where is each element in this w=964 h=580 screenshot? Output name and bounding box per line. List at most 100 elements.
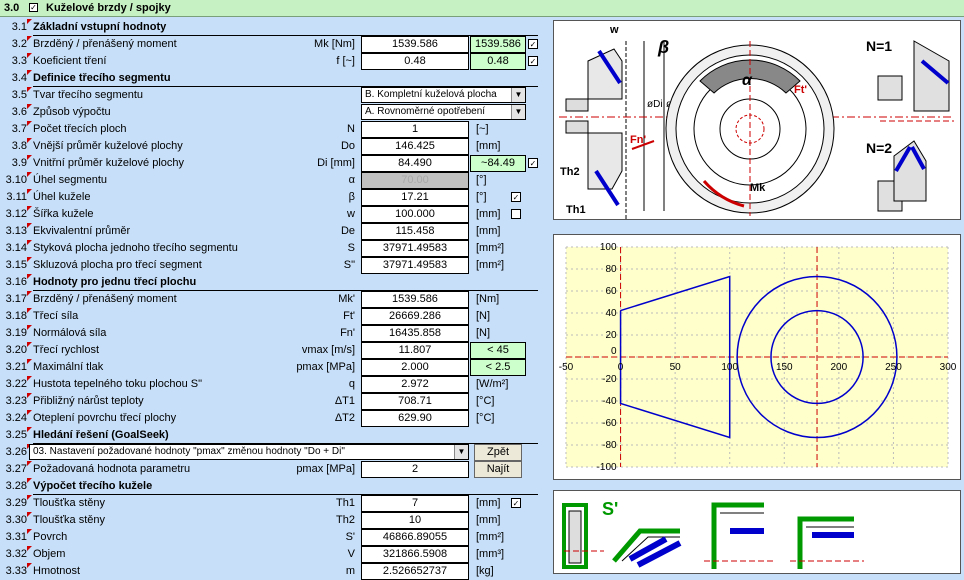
row-number: 3.32	[5, 548, 27, 560]
row-checkbox[interactable]: ✓	[511, 192, 521, 202]
row-symbol: V	[347, 548, 355, 560]
row-checkbox[interactable]	[511, 209, 521, 219]
value-cell[interactable]: 84.490	[361, 155, 469, 172]
row-number: 3.16	[5, 276, 27, 288]
unit-label: [N]	[476, 327, 491, 339]
value-cell[interactable]: 708.71	[361, 393, 469, 410]
row-symbol: m	[345, 565, 355, 577]
row-label: Požadovaná hodnota parametru	[33, 463, 191, 475]
row-number: 3.21	[5, 361, 27, 373]
value-cell[interactable]: 1	[361, 121, 469, 138]
row-checkbox[interactable]: ✓	[528, 158, 538, 168]
row-checkbox[interactable]: ✓	[511, 498, 521, 508]
value-cell[interactable]: 26669.286	[361, 308, 469, 325]
value-cell[interactable]: 629.90	[361, 410, 469, 427]
row-symbol: pmax [MPa]	[296, 361, 355, 373]
comment-marker	[27, 393, 32, 398]
unit-label: [°]	[476, 174, 487, 186]
unit-label: [mm]	[476, 514, 501, 526]
row-checkbox[interactable]: ✓	[528, 56, 538, 66]
row-number: 3.14	[5, 242, 27, 254]
value-cell[interactable]: 2.000	[361, 359, 469, 376]
chevron-down-icon[interactable]: ▼	[454, 445, 468, 459]
comment-marker	[27, 546, 32, 551]
row-symbol: Th1	[336, 497, 355, 509]
value-cell[interactable]: 11.807	[361, 342, 469, 359]
series-circle-1	[736, 275, 898, 439]
cone-brake-diagram: w β Fn' øDi øDo Th2 Th1 α Ft' Mk N=	[553, 20, 961, 221]
row-number: 3.1	[11, 21, 27, 33]
value-cell[interactable]: 46866.89055	[361, 529, 469, 546]
row-label: Hmotnost	[33, 565, 81, 577]
value-cell[interactable]: 2	[361, 461, 469, 478]
option-dropdown-value: B. Kompletní kuželová plocha	[365, 89, 497, 100]
row-symbol: S	[347, 242, 355, 254]
value-cell[interactable]: 115.458	[361, 223, 469, 240]
row-label: Vnější průměr kuželové plochy	[33, 140, 183, 152]
value-cell[interactable]: 10	[361, 512, 469, 529]
comment-marker	[27, 104, 32, 109]
row-number: 3.22	[5, 378, 27, 390]
row-number: 3.26	[5, 446, 27, 458]
value-cell[interactable]: 321866.5908	[361, 546, 469, 563]
option-dropdown[interactable]: A. Rovnoměrné opotřebení▼	[361, 104, 526, 120]
value-cell[interactable]: 37971.49583	[361, 240, 469, 257]
value-cell[interactable]: 37971.49583	[361, 257, 469, 274]
y-tick-label: -80	[602, 440, 617, 451]
row-label: Normálová síla	[33, 327, 107, 339]
value-cell[interactable]: 2.526652737	[361, 563, 469, 580]
beta-label: β	[657, 37, 669, 57]
value-cell[interactable]: 100.000	[361, 206, 469, 223]
section-heading: Hodnoty pro jednu třecí plochu	[33, 276, 197, 288]
row-number: 3.5	[11, 89, 27, 101]
section-checkbox[interactable]: ✓	[29, 3, 38, 12]
unit-label: [mm²]	[476, 259, 505, 271]
value-cell[interactable]: 17.21	[361, 189, 469, 206]
comment-marker	[27, 325, 32, 330]
comment-marker	[27, 87, 32, 92]
row-number: 3.23	[5, 395, 27, 407]
row-symbol: ΔT1	[334, 395, 355, 407]
unit-label: [mm²]	[476, 531, 505, 543]
di-label: øDi	[647, 99, 663, 110]
comment-marker	[27, 257, 32, 262]
cone-thickness-diagram: S'	[553, 490, 961, 574]
value-cell[interactable]: 2.972	[361, 376, 469, 393]
row-number: 3.29	[5, 497, 27, 509]
option-dropdown[interactable]: B. Kompletní kuželová plocha ▼	[361, 87, 526, 103]
value-cell[interactable]: 1539.586	[361, 291, 469, 308]
unit-label: [W/m²]	[476, 378, 509, 390]
value-cell[interactable]: 16435.858	[361, 325, 469, 342]
row-symbol: Ft'	[343, 310, 355, 322]
comment-marker	[27, 529, 32, 534]
chevron-down-icon[interactable]: ▼	[511, 88, 525, 102]
x-tick-label: 200	[831, 362, 848, 373]
goalseek-dropdown[interactable]: 03. Nastavení požadované hodnoty "pmax" …	[29, 444, 469, 460]
value-cell[interactable]: 146.425	[361, 138, 469, 155]
goalseek-dropdown-value: 03. Nastavení požadované hodnoty "pmax" …	[33, 446, 345, 457]
series-circle-2	[770, 309, 864, 405]
n1-label: N=1	[866, 38, 892, 54]
y-tick-label: 60	[605, 286, 617, 297]
value-cell[interactable]: 1539.586	[361, 36, 469, 53]
comment-marker	[27, 359, 32, 364]
row-number: 3.15	[5, 259, 27, 271]
comment-marker	[27, 512, 32, 517]
unit-label: [°]	[476, 191, 487, 203]
value-cell[interactable]: 0.48	[361, 53, 469, 70]
unit-label: [N]	[476, 310, 491, 322]
alpha-label: α	[742, 72, 753, 89]
value-cell[interactable]: 7	[361, 495, 469, 512]
chevron-down-icon[interactable]: ▼	[511, 105, 525, 119]
row-checkbox[interactable]: ✓	[528, 39, 538, 49]
find-button[interactable]: Najít	[474, 461, 522, 478]
back-button[interactable]: Zpět	[474, 444, 522, 461]
row-symbol: De	[340, 225, 355, 237]
cone-thickness-diagram-svg: S'	[562, 499, 864, 569]
row-number: 3.8	[11, 140, 27, 152]
